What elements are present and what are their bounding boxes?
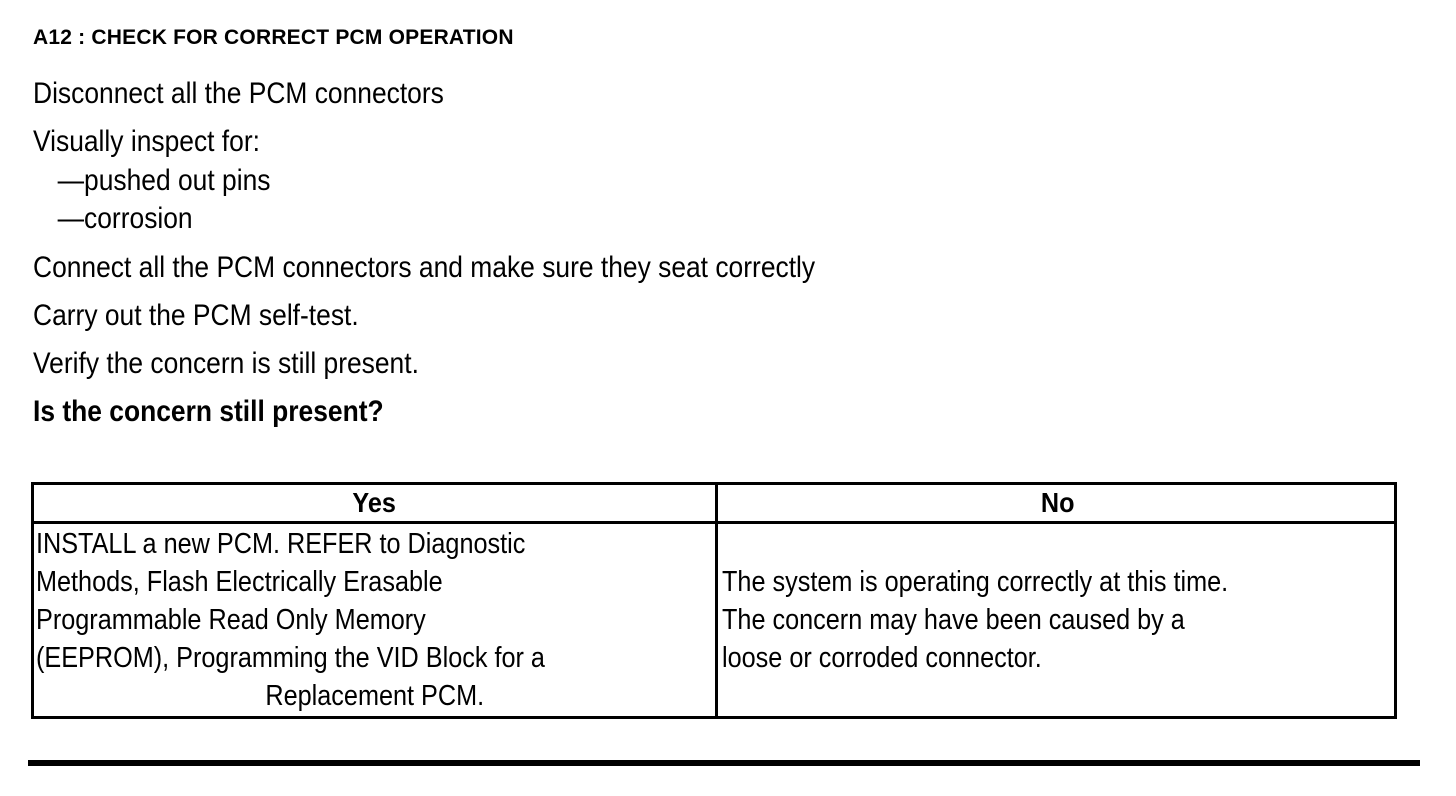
column-header-yes-label: Yes: [352, 487, 396, 518]
column-header-no-label: No: [1040, 487, 1075, 518]
table-row: INSTALL a new PCM. REFER to Diagnostic M…: [34, 522, 1397, 717]
cell-yes-line-2: Methods, Flash Electrically Erasable: [36, 566, 443, 598]
cell-yes-text: INSTALL a new PCM. REFER to Diagnostic M…: [34, 525, 715, 715]
inspect-item-pushed-out-pins: —pushed out pins: [57, 164, 271, 197]
procedure-steps: Disconnect all the PCM connectors Visual…: [33, 70, 1423, 436]
page-title: A12 : CHECK FOR CORRECT PCM OPERATION: [33, 26, 514, 49]
cell-yes-line-3: Programmable Read Only Memory: [36, 604, 426, 636]
procedure-step-2: Visually inspect for:: [33, 125, 260, 158]
column-header-yes: Yes: [34, 485, 718, 524]
column-header-no: No: [716, 485, 1397, 524]
procedure-step-1: Disconnect all the PCM connectors: [33, 77, 444, 110]
cell-no-line-3: loose or corroded connector.: [721, 642, 1042, 674]
procedure-step-4: Carry out the PCM self-test.: [33, 299, 359, 332]
cell-yes-action: INSTALL a new PCM. REFER to Diagnostic M…: [34, 522, 718, 716]
cell-no-text: The system is operating correctly at thi…: [718, 563, 1398, 677]
cell-yes-line-1: INSTALL a new PCM. REFER to Diagnostic: [36, 528, 526, 560]
footer-divider: [28, 760, 1420, 766]
inspect-item-corrosion: —corrosion: [57, 202, 193, 235]
decision-table: Yes No INSTALL a new PCM. REFER to Diagn…: [31, 482, 1397, 719]
procedure-step-3: Connect all the PCM connectors and make …: [33, 251, 816, 284]
decision-question: Is the concern still present?: [33, 395, 384, 428]
cell-yes-line-4: (EEPROM), Programming the VID Block for …: [36, 642, 545, 674]
cell-no-line-1: The system is operating correctly at thi…: [721, 566, 1228, 598]
cell-yes-line-5: Replacement PCM.: [265, 680, 485, 712]
table-header-row: Yes No: [34, 485, 1397, 524]
cell-no-line-2: The concern may have been caused by a: [721, 604, 1185, 636]
procedure-step-5: Verify the concern is still present.: [33, 347, 419, 380]
cell-no-action: The system is operating correctly at thi…: [716, 523, 1397, 717]
